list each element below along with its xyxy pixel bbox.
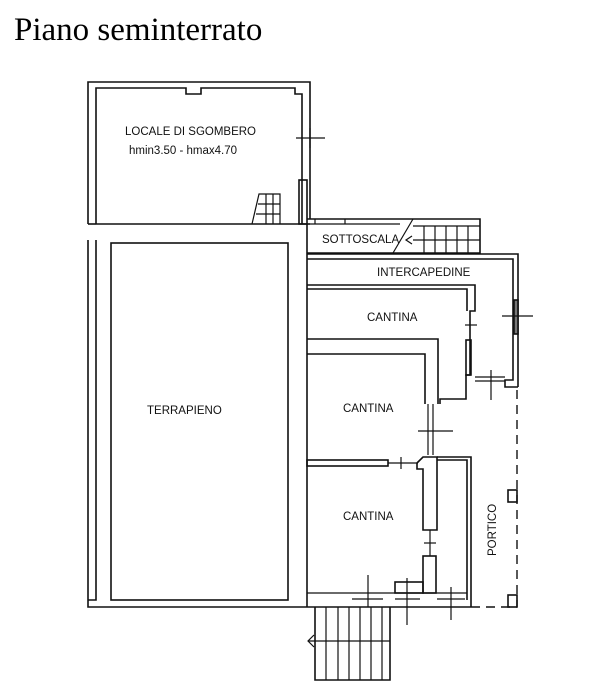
portico-outline xyxy=(471,390,518,608)
label-locale-heights: hmin3.50 - hmax4.70 xyxy=(129,145,237,157)
room-terrapieno-walls xyxy=(87,224,308,608)
label-terrapieno: TERRAPIENO xyxy=(147,405,222,417)
label-intercapedine: INTERCAPEDINE xyxy=(377,267,471,279)
room-locale-sgombero-walls xyxy=(87,81,325,225)
room-sottoscala-walls xyxy=(307,218,481,254)
page-title: Piano seminterrato xyxy=(14,12,263,48)
stairs-sottoscala xyxy=(392,218,480,254)
label-sottoscala: SOTTOSCALA xyxy=(322,234,399,246)
stairs-entrance xyxy=(307,607,391,681)
label-cantina-2: CANTINA xyxy=(343,403,394,415)
room-intercapedine-walls xyxy=(307,253,533,404)
room-cantina-walls xyxy=(306,338,472,625)
label-cantina-3: CANTINA xyxy=(343,511,394,523)
label-locale-sgombero: LOCALE DI SGOMBERO xyxy=(125,126,256,138)
label-cantina-1: CANTINA xyxy=(367,312,418,324)
label-portico: PORTICO xyxy=(487,504,499,556)
